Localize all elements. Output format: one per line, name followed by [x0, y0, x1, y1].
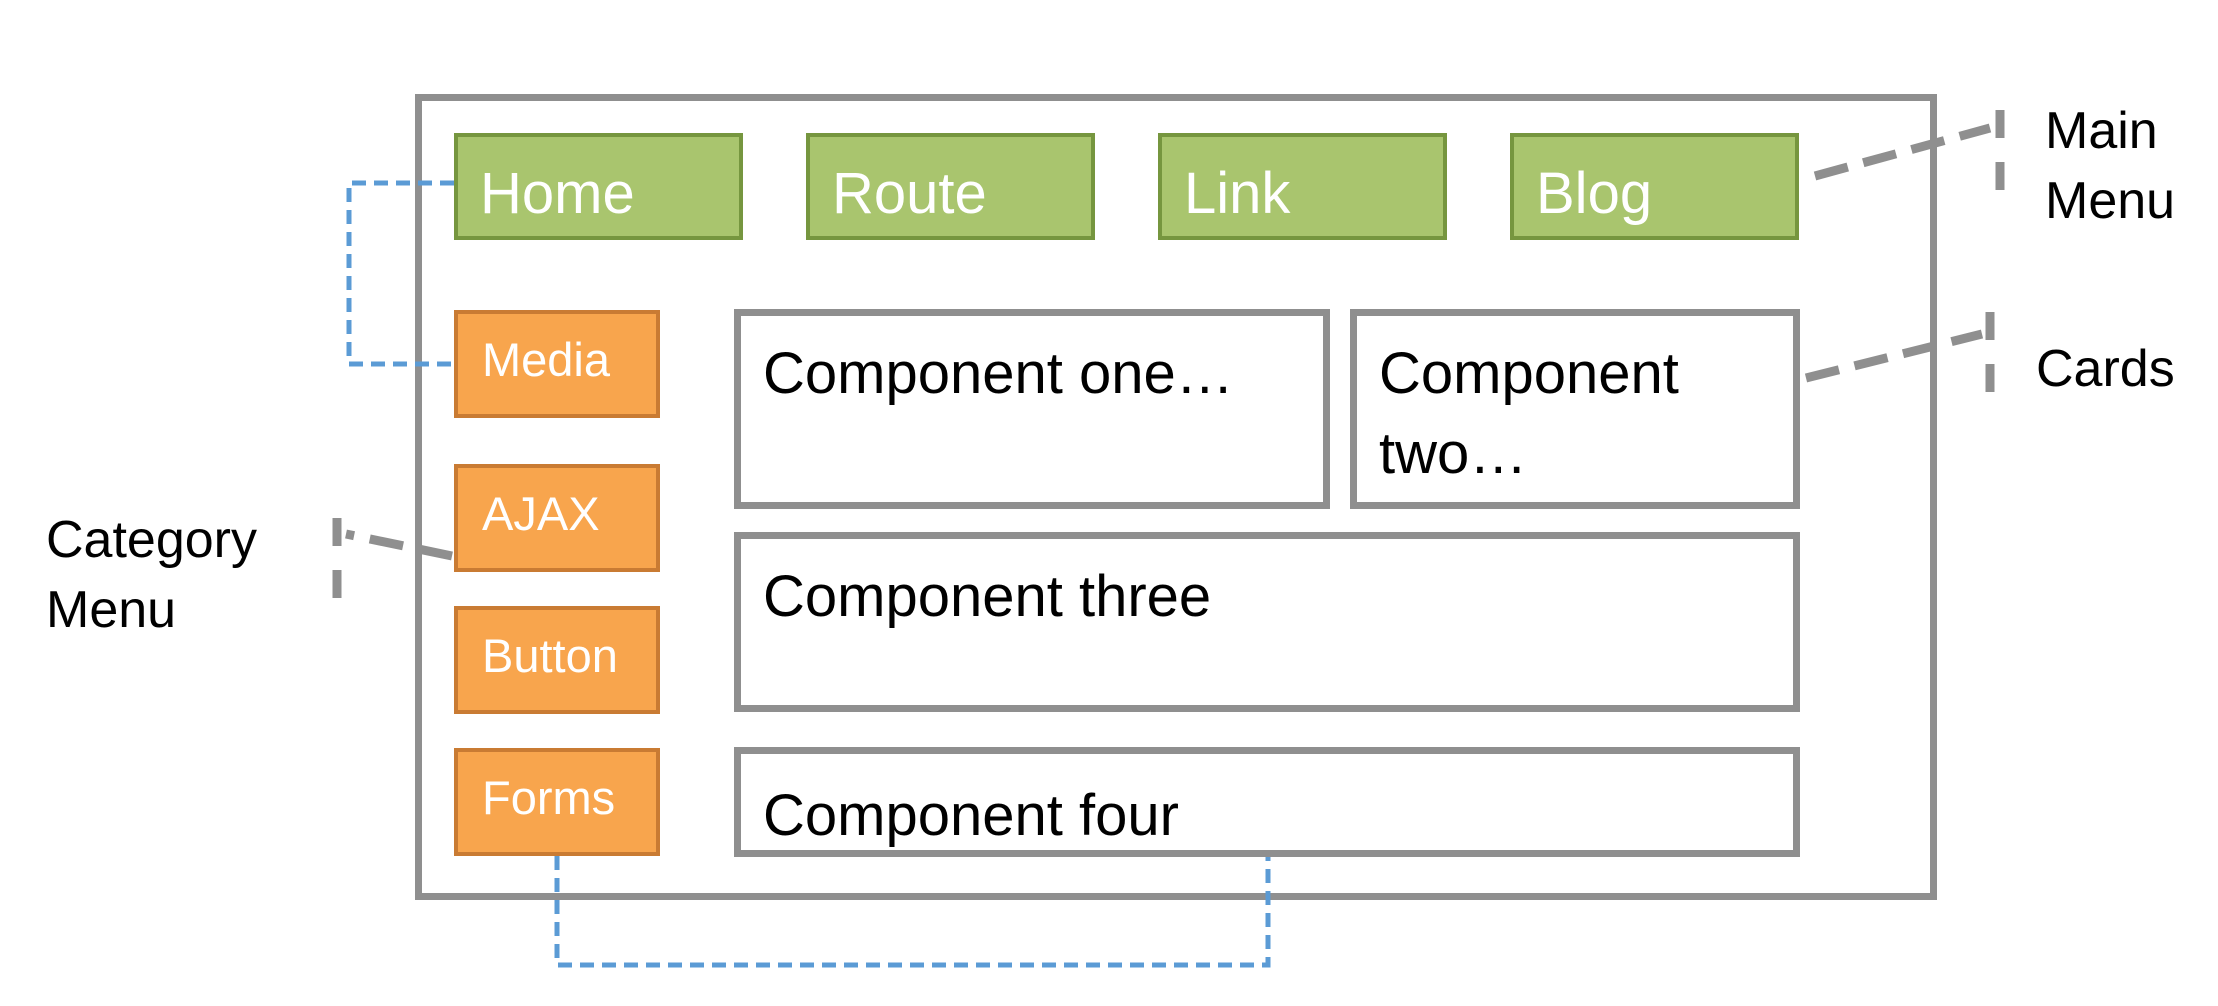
component-two-card: Component two… [1350, 309, 1800, 509]
forms-component-four-link-line [554, 856, 1271, 968]
component-four-card: Component four [734, 747, 1800, 857]
category-menu-pointer-line [345, 529, 453, 561]
component-four-text: Component four [763, 783, 1179, 848]
main-menu-blog-label: Blog [1536, 161, 1653, 226]
component-three-card: Component three [734, 532, 1800, 712]
main-menu-link[interactable]: Link [1158, 133, 1447, 240]
category-menu-media[interactable]: Media [454, 310, 660, 418]
cards-annotation: Cards [2036, 340, 2175, 398]
cards-pointer-line [1804, 329, 1984, 383]
main-menu-home-label: Home [480, 161, 635, 226]
component-three-text: Component three [763, 564, 1212, 629]
main-menu-route[interactable]: Route [806, 133, 1095, 240]
main-menu-blog[interactable]: Blog [1510, 133, 1799, 240]
category-menu-button[interactable]: Button [454, 606, 660, 714]
category-menu-ajax[interactable]: AJAX [454, 464, 660, 572]
main-menu-annotation: Main Menu [2045, 102, 2176, 230]
component-one-card: Component one… [734, 309, 1330, 509]
main-menu-link-label: Link [1184, 161, 1291, 226]
category-menu-button-label: Button [482, 629, 618, 682]
component-one-text: Component one… [763, 341, 1234, 406]
category-menu-forms-label: Forms [482, 771, 616, 824]
category-menu-ajax-label: AJAX [482, 487, 600, 540]
category-menu-forms[interactable]: Forms [454, 748, 660, 856]
main-menu-home[interactable]: Home [454, 133, 743, 240]
main-menu-route-label: Route [832, 161, 987, 226]
home-media-link-line [346, 180, 454, 367]
category-menu-media-label: Media [482, 333, 611, 386]
main-menu-pointer-line [1813, 123, 1992, 181]
component-two-text: Component two… [1379, 341, 1679, 486]
category-menu-annotation: Category Menu [46, 511, 257, 639]
